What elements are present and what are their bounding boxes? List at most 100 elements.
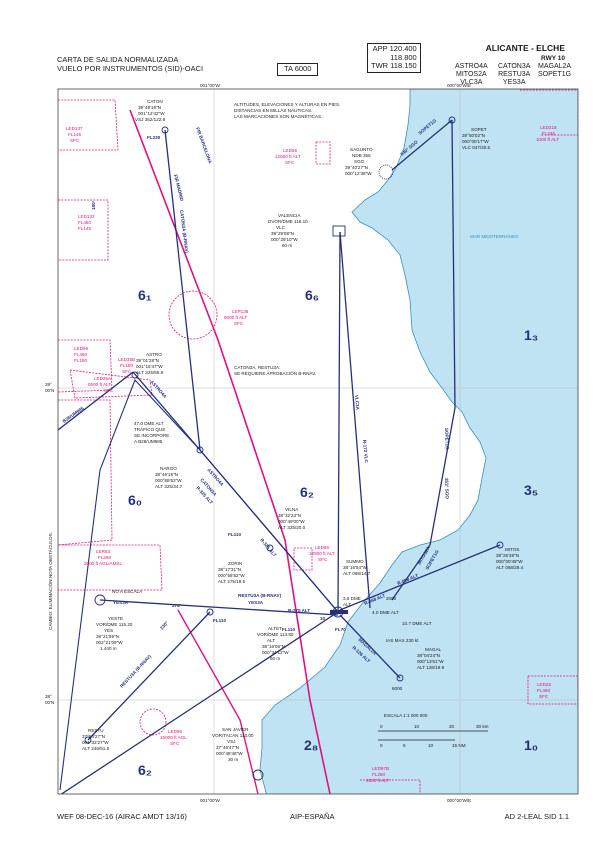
area-lep138-outline	[168, 290, 218, 340]
magal-waypoint-icon	[396, 674, 404, 682]
sid-name: CATON3A	[498, 63, 531, 70]
route-label-vlc3a: VLC3A	[354, 395, 360, 411]
scale-tick: 5	[403, 743, 406, 748]
route-magal2a	[339, 614, 401, 679]
dme-note: A B28/UM985	[134, 439, 163, 444]
sopet-waypoint-icon	[448, 116, 456, 124]
area-led65-outline	[315, 141, 331, 165]
yeste-vor-icon	[94, 594, 106, 606]
speed-restriction: IAS MAX 230 kt	[386, 638, 419, 643]
dme-note: SE INCORPORE	[134, 433, 169, 438]
route-astro4a	[132, 371, 201, 451]
lat-label: 38°	[45, 694, 52, 699]
route-label-sopet1g: SOPET1G	[444, 428, 450, 450]
route-label-r172: R-172 VLC	[362, 440, 369, 464]
route-label-caton3a: CATON3A (B-RNAV)	[179, 210, 189, 254]
fl-label: FL70	[335, 627, 346, 632]
route-vlc3a	[337, 231, 341, 613]
route-label-r325b: R-325 ALT	[259, 537, 277, 557]
route-sgo040	[391, 119, 453, 171]
lat-label: 39°	[45, 382, 52, 387]
nargo-waypoint-icon	[196, 446, 204, 454]
sector-label: 1₀	[524, 737, 538, 753]
route-label-274: 274°	[172, 603, 182, 608]
area-led98-outline	[58, 339, 113, 393]
sid-name: SOPET1G	[538, 71, 572, 78]
runway-label: RWY 10	[541, 55, 565, 62]
lon-label: 000°00'W/E	[447, 798, 471, 803]
route-mitos2a	[339, 544, 501, 611]
lon-label: 001°00'W	[200, 798, 220, 803]
route-restu3a-diag	[60, 611, 339, 794]
map-frame	[57, 88, 579, 795]
scale-tick: 10	[414, 724, 420, 729]
lon-label: 000°00'W/E	[447, 83, 471, 88]
sid-name: ASTRO4A	[455, 63, 488, 70]
app-frequency-2: 118.800	[390, 52, 417, 62]
area-led137-outline	[58, 99, 119, 151]
sagunto-ndb-icon	[378, 164, 394, 180]
route-label-230: 230°	[159, 620, 169, 630]
valencia-vor-icon	[332, 225, 346, 237]
sector-label: 1₃	[524, 327, 538, 343]
dme-note: 10.7 DME ALT	[402, 621, 432, 626]
sea-area	[259, 89, 578, 794]
sector-label: 6₂	[138, 762, 152, 778]
frequency-box: APP 120.400 118.800 TWR 118.150	[367, 43, 421, 73]
fir-boundary-2	[177, 609, 259, 794]
route-caton3a-long	[59, 378, 339, 791]
route-label-b28: B28/UM985	[62, 405, 85, 423]
route-label-restu3a-b: RESTU3A (B-RNAV)	[119, 653, 152, 688]
chart-title: CARTA DE SALIDA NORMALIZADA VUELO POR IN…	[57, 55, 203, 73]
twr-frequency: TWR 118.150	[371, 61, 417, 70]
area-led96-outline	[139, 708, 167, 736]
footer-effective-date: WEF 08-DEC-16 (AIRAC AMDT 13/16)	[57, 812, 187, 821]
route-restu3a-w	[87, 611, 211, 741]
chart-title-line-1: CARTA DE SALIDA NORMALIZADA	[57, 55, 179, 64]
sector-label: 6₁	[138, 287, 152, 303]
zorin-waypoint-icon	[206, 608, 214, 616]
fir-label: FIR BARCELONA	[195, 127, 213, 165]
sid-name: VLC3A	[460, 79, 483, 86]
area-ler63-outline	[58, 544, 163, 591]
area-led132-outline	[58, 199, 109, 261]
sid-name: YES3A	[502, 79, 526, 86]
transition-altitude: TA 6000	[277, 63, 319, 76]
change-note: CAMBIO: ELIMINACIÓN NOTA OBSTÁCULOS.	[47, 532, 53, 630]
units-note: ALTITUDES, ELEVACIONES Y ALTURAS EN PIES…	[234, 102, 340, 107]
altitude-label: 2000	[386, 596, 397, 601]
runway-number: 10	[320, 616, 326, 621]
sector-label: 3₅	[524, 482, 538, 498]
dme-note: TRÁFICO QUE	[134, 426, 165, 432]
lon-label: 001°00'W	[200, 83, 220, 88]
mitos-waypoint-icon	[496, 541, 504, 549]
area-left-strip	[58, 399, 113, 546]
fl-label: FL110	[282, 627, 295, 632]
route-label-sgo353: 353° SGO	[444, 478, 450, 500]
scale-unit: 30 km	[476, 724, 489, 729]
lat-label: 00'N	[45, 700, 54, 705]
fl-label: FL110	[213, 618, 226, 623]
route-label-yes3a-b: YES3A	[248, 600, 264, 605]
footer-publication: AIP-ESPAÑA	[290, 812, 335, 821]
not-to-scale-label: NO A ESCALA	[112, 589, 143, 594]
fir-boundary	[129, 109, 331, 794]
scale-tick: 0	[380, 743, 383, 748]
